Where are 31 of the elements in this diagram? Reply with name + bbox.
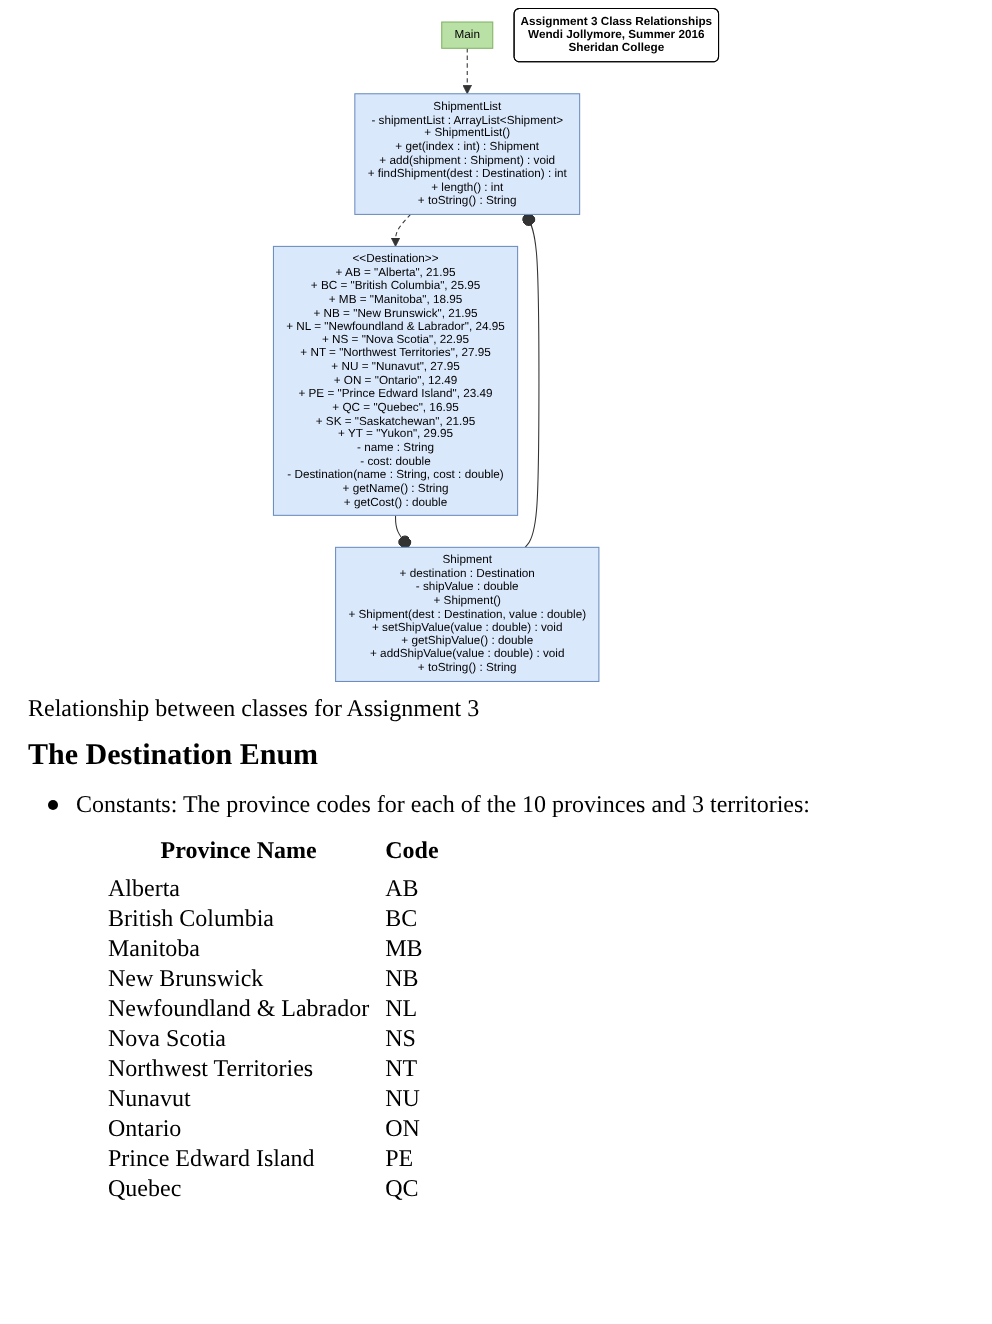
table-cell-text: Newfoundland & Labrador xyxy=(106,994,372,1024)
table-cell-text: Ontario xyxy=(106,1114,184,1144)
table-cell-text: NB xyxy=(383,964,421,994)
bullet-text: Constants: The province codes for each of the 10 provinces and 3 territories: xyxy=(76,790,811,818)
table-cell-text: Quebec xyxy=(106,1174,184,1204)
column-header: Province Name xyxy=(158,836,319,868)
arrow xyxy=(462,47,472,95)
table-cell-text: MB xyxy=(383,934,425,964)
table-cell-text: Nunavut xyxy=(106,1084,193,1114)
table-cell-text: NL xyxy=(383,994,420,1024)
table-cell-text: QC xyxy=(383,1174,421,1204)
table-cell-text: NT xyxy=(383,1054,420,1084)
section-heading: The Destination Enum xyxy=(28,740,321,774)
arrow xyxy=(390,213,412,247)
table-cell-text: New Brunswick xyxy=(106,964,266,994)
table-cell-text: BC xyxy=(383,904,420,934)
table-cell-text: ON xyxy=(383,1114,422,1144)
connector xyxy=(395,514,412,549)
table-cell-text: Manitoba xyxy=(106,934,202,964)
table-cell-text: NS xyxy=(383,1024,418,1054)
table-cell-text: NU xyxy=(383,1084,422,1114)
table-cell-text: Prince Edward Island xyxy=(106,1144,317,1174)
connector xyxy=(522,213,540,548)
table-cell-text: AB xyxy=(383,874,421,904)
table-cell-text: PE xyxy=(383,1144,416,1174)
table-cell-text: Alberta xyxy=(106,874,182,904)
figure-caption: Relationship between classes for Assignment 3 xyxy=(28,694,482,724)
table-cell-text: Nova Scotia xyxy=(106,1024,228,1054)
table-cell-text: Northwest Territories xyxy=(106,1054,316,1084)
column-header: Code xyxy=(383,836,441,868)
table-cell-text: British Columbia xyxy=(106,904,277,934)
